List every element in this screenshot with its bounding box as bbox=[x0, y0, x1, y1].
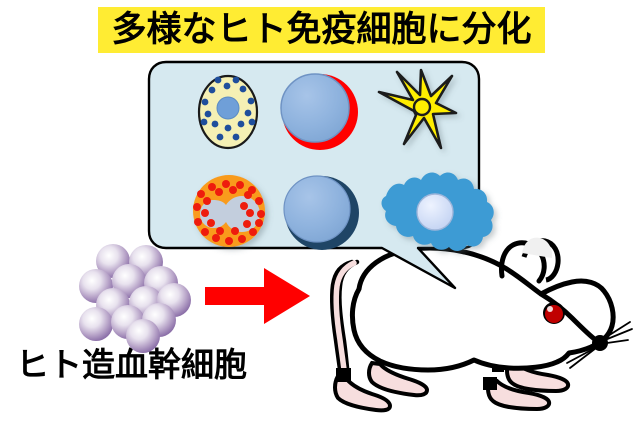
lymphocyte-cell bbox=[283, 175, 359, 250]
granulocyte-cell bbox=[193, 175, 265, 247]
page-title: 多様なヒト免疫細胞に分化 bbox=[111, 9, 532, 50]
mouse-ears bbox=[499, 237, 561, 284]
erythrocyte-cell bbox=[280, 73, 358, 150]
eosinophil-cell bbox=[197, 74, 259, 150]
stem-cell-caption: ヒト造血幹細胞 bbox=[16, 345, 247, 384]
title-banner: 多様なヒト免疫細胞に分化 bbox=[98, 7, 545, 53]
mouse-nose-and-whiskers bbox=[566, 321, 633, 369]
macrophage-cell bbox=[381, 172, 494, 251]
mouse-hind-foot bbox=[333, 360, 430, 413]
mouse-tail bbox=[329, 259, 360, 381]
dendritic-cell bbox=[377, 68, 458, 150]
mouse-eye bbox=[543, 302, 565, 324]
stem-cell-spheres bbox=[79, 244, 191, 353]
